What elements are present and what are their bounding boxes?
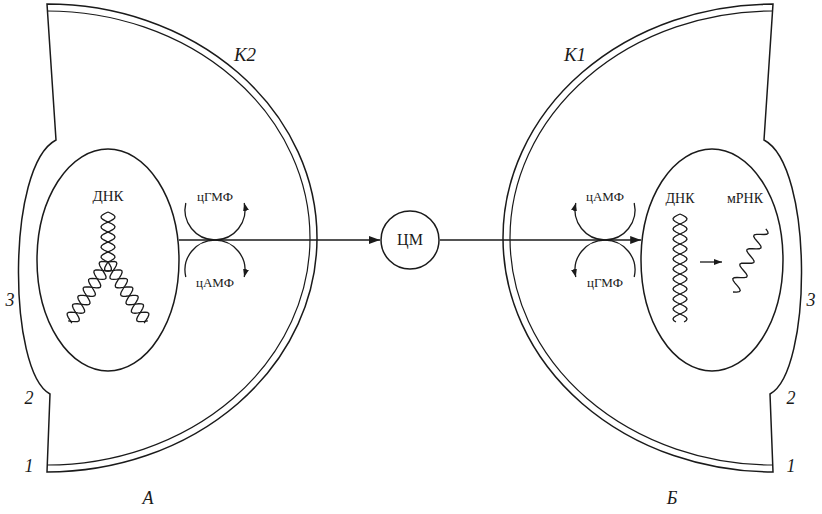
messenger-circle-outline	[381, 211, 439, 269]
membrane-label: К2	[234, 44, 256, 66]
circle-label: ЦМ	[397, 231, 423, 249]
cell-outline-shape	[0, 0, 325, 485]
nucleus-shape	[36, 148, 180, 372]
cell-wall	[510, 11, 773, 465]
dna-helix	[673, 214, 687, 322]
molecule-label: ДНК	[666, 191, 695, 207]
cell-outline: К2ДНК	[0, 0, 325, 485]
cell-outline: К1ДНК мРНК	[497, 0, 822, 485]
signal-label: цГМФ	[587, 276, 623, 291]
dna-helix	[108, 261, 149, 323]
membrane-label: К1	[564, 44, 586, 66]
signal-label: цГМФ	[197, 190, 233, 205]
signal-label: цАМФ	[586, 190, 624, 205]
nucleus-outline	[641, 149, 783, 371]
callout-number: 1	[787, 456, 796, 477]
panel-letter: Б	[667, 488, 678, 509]
flux-arc	[575, 203, 635, 240]
dna-helix	[673, 214, 687, 322]
nucleus: ДНК	[36, 148, 180, 372]
transcription-arrow	[700, 261, 722, 262]
cell-membrane	[18, 4, 317, 472]
molecule-label: ДНК	[92, 188, 123, 205]
callout-number: 3	[6, 290, 15, 311]
callout-number: 2	[787, 388, 796, 409]
signal-arrow	[179, 239, 380, 241]
cell-membrane	[503, 4, 802, 472]
callout-number: 1	[25, 456, 34, 477]
cell-wall	[47, 11, 310, 465]
dna-helix	[101, 212, 115, 262]
signal-arrow	[440, 239, 641, 241]
messenger-circle: ЦМ	[380, 210, 440, 270]
callout-number: 3	[807, 290, 816, 311]
panel-letter: А	[143, 488, 154, 509]
mrna-strand	[733, 229, 768, 292]
signal-label: цАМФ	[196, 276, 234, 291]
nucleus: ДНК мРНК	[640, 148, 784, 372]
dna-helix	[101, 212, 115, 262]
callout-number: 2	[25, 388, 34, 409]
cell-outline-shape	[497, 0, 822, 485]
nucleus-shape	[640, 148, 784, 372]
flux-arc	[185, 240, 245, 277]
flux-arc	[185, 203, 245, 240]
nucleus-outline	[37, 149, 179, 371]
molecule-label: мРНК	[727, 191, 763, 207]
flux-arc	[575, 240, 635, 277]
